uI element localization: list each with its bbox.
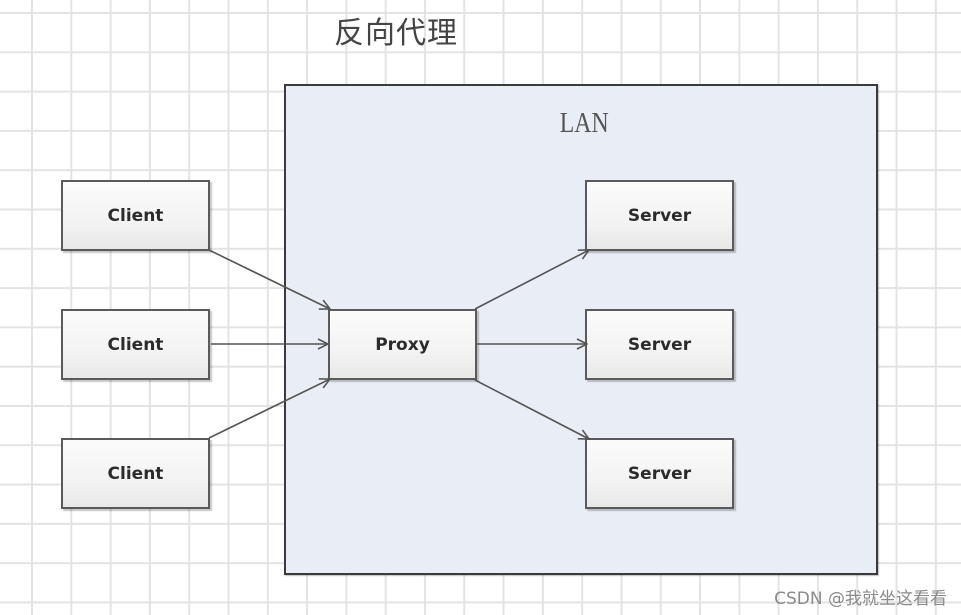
- server-node-2[interactable]: Server: [585, 309, 734, 380]
- client-label: Client: [107, 334, 164, 355]
- server-label: Server: [627, 334, 692, 355]
- client-node-3[interactable]: Client: [61, 438, 210, 509]
- watermark: CSDN @我就坐这看看: [774, 589, 947, 609]
- proxy-node[interactable]: Proxy: [328, 309, 477, 380]
- proxy-label: Proxy: [375, 334, 430, 355]
- client-node-2[interactable]: Client: [61, 309, 210, 380]
- server-node-1[interactable]: Server: [585, 180, 734, 251]
- client-node-1[interactable]: Client: [61, 180, 210, 251]
- server-node-3[interactable]: Server: [585, 438, 734, 509]
- server-label: Server: [627, 205, 692, 226]
- client-label: Client: [107, 463, 164, 484]
- lan-label: LAN: [559, 108, 609, 139]
- diagram-title: 反向代理: [334, 16, 458, 51]
- client-label: Client: [107, 205, 164, 226]
- server-label: Server: [627, 463, 692, 484]
